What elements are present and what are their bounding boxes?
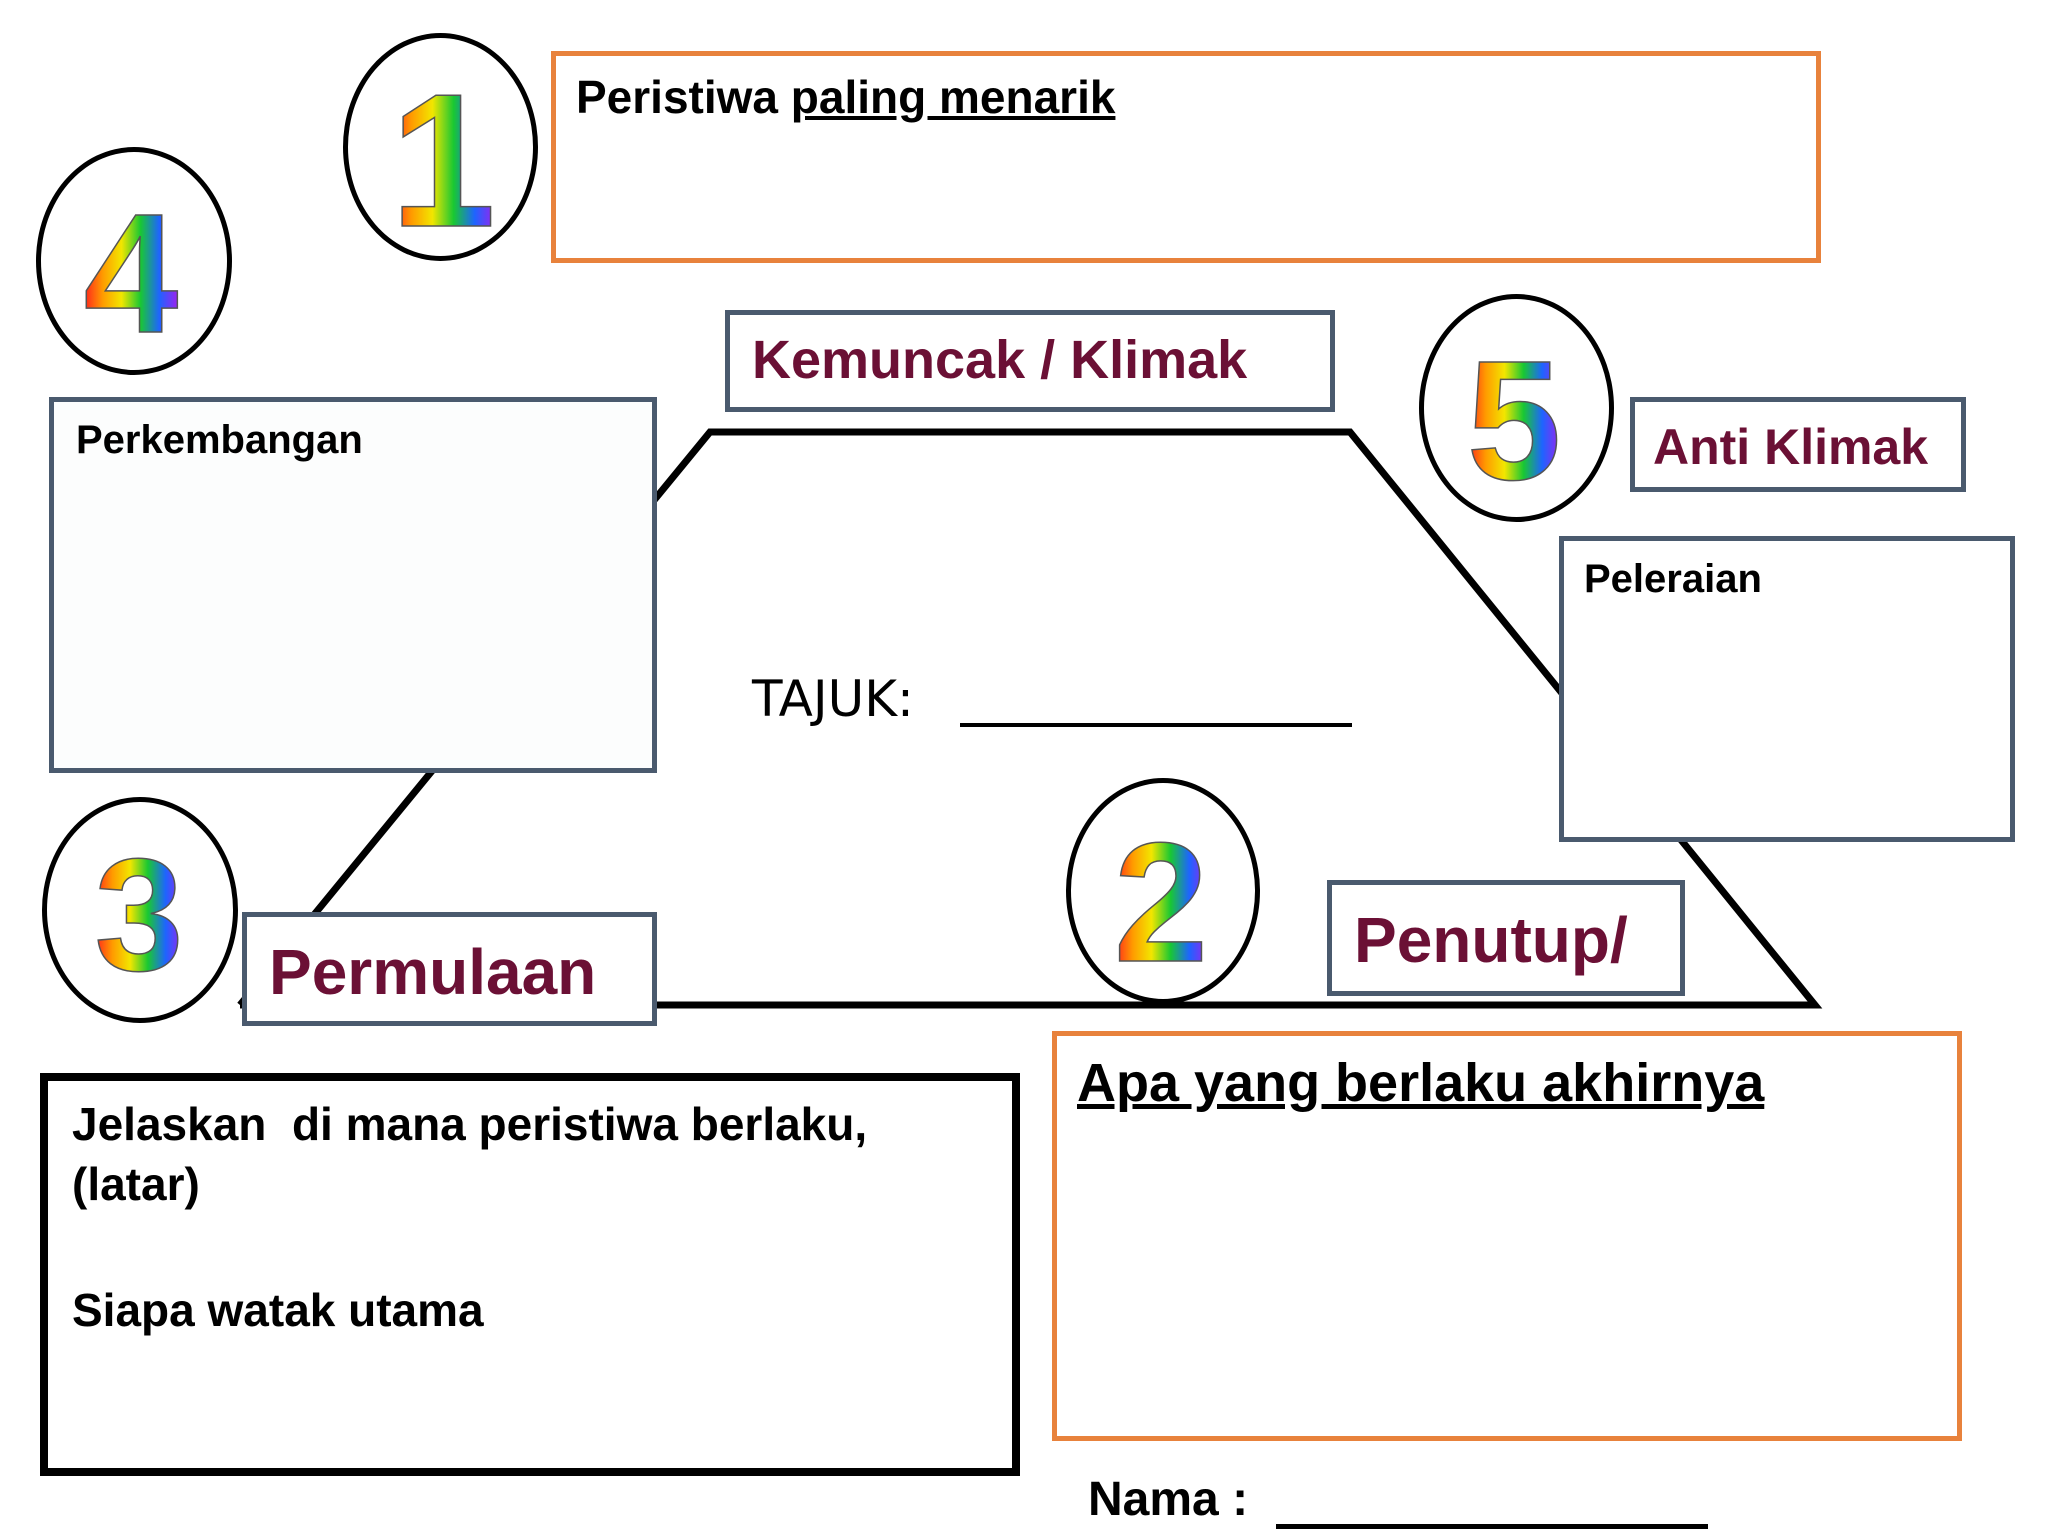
- title-label: TAJUK:: [752, 670, 914, 728]
- anticlimax-title: Anti Klimak: [1653, 419, 1929, 475]
- number-1-icon: 1: [389, 54, 496, 256]
- resolution-label: Peleraian: [1584, 557, 1762, 601]
- resolution-box: Peleraian: [1559, 536, 2015, 842]
- setting-box: Jelaskan di mana peristiwa berlaku, (lat…: [40, 1073, 1020, 1476]
- svg-text:4: 4: [84, 179, 179, 369]
- interesting-event-label: Peristiwa paling menarik: [576, 71, 1116, 123]
- ending-title-box: Penutup/: [1327, 880, 1685, 996]
- development-box: Perkembangan: [49, 397, 657, 773]
- number-badge-5: 5: [1419, 294, 1614, 522]
- name-field[interactable]: Nama :: [1088, 1468, 1728, 1534]
- climax-title: Kemuncak / Klimak: [752, 330, 1248, 390]
- beginning-title: Permulaan: [269, 936, 597, 1008]
- beginning-title-box: Permulaan: [242, 912, 657, 1026]
- setting-hint: (latar): [72, 1158, 200, 1210]
- svg-text:3: 3: [95, 825, 184, 1004]
- svg-text:2: 2: [1114, 808, 1209, 998]
- number-2-icon: 2: [1113, 807, 1209, 999]
- interesting-event-box: Peristiwa paling menarik: [551, 51, 1821, 263]
- svg-text:1: 1: [390, 55, 496, 256]
- anticlimax-title-box: Anti Klimak: [1630, 397, 1966, 492]
- number-badge-1: 1: [343, 33, 538, 261]
- title-field[interactable]: TAJUK:: [752, 670, 1352, 740]
- setting-question: Jelaskan di mana peristiwa berlaku,: [72, 1098, 868, 1150]
- number-badge-2: 2: [1066, 778, 1260, 1004]
- number-badge-3: 3: [42, 797, 238, 1023]
- name-label: Nama :: [1088, 1473, 1249, 1526]
- number-badge-4: 4: [36, 147, 232, 375]
- name-blank-line[interactable]: [1276, 1524, 1708, 1529]
- number-4-icon: 4: [83, 178, 179, 370]
- number-5-icon: 5: [1466, 325, 1562, 517]
- svg-text:5: 5: [1467, 326, 1562, 516]
- ending-event-box: Apa yang berlaku akhirnya: [1052, 1031, 1962, 1441]
- ending-title: Penutup/: [1354, 904, 1628, 976]
- ending-event-label: Apa yang berlaku akhirnya: [1077, 1053, 1765, 1113]
- climax-title-box: Kemuncak / Klimak: [725, 310, 1335, 412]
- main-character-question: Siapa watak utama: [72, 1284, 484, 1336]
- development-label: Perkembangan: [76, 418, 363, 462]
- number-3-icon: 3: [94, 824, 184, 1005]
- title-blank-line[interactable]: [960, 723, 1352, 727]
